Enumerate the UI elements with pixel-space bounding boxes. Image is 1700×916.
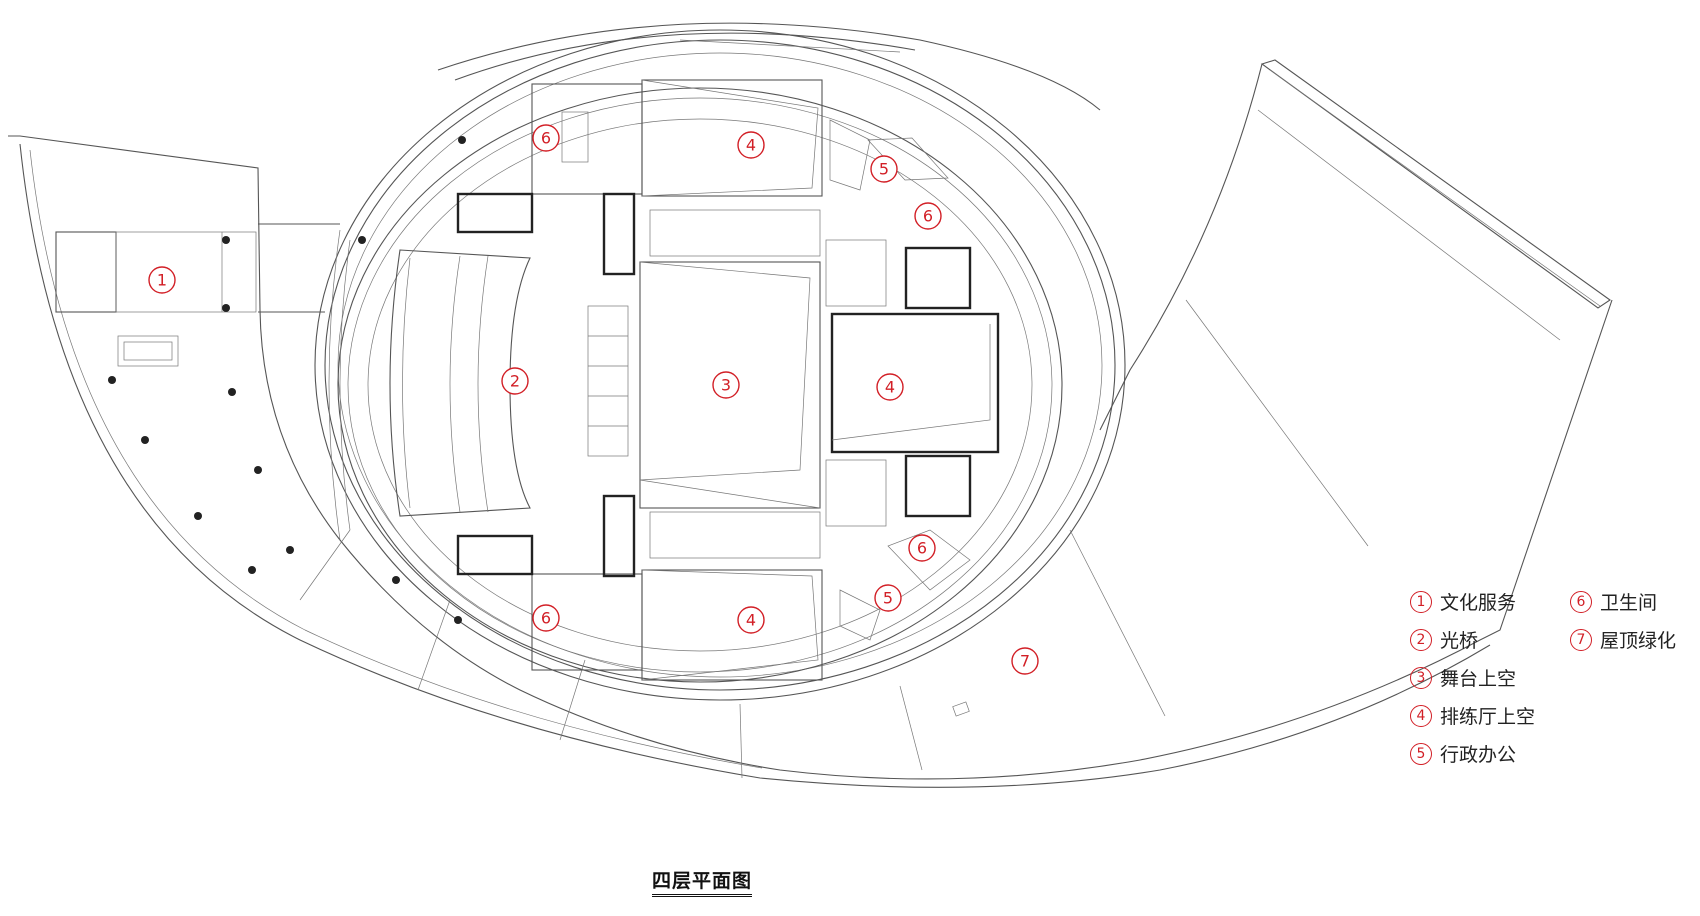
marker-m2: 2 bbox=[501, 367, 529, 395]
marker-m6a: 6 bbox=[532, 124, 560, 152]
legend-num-5: 5 bbox=[1410, 742, 1432, 765]
marker-m6b-num: 6 bbox=[923, 207, 933, 226]
marker-m4b-num: 4 bbox=[885, 378, 895, 397]
marker-m4c: 4 bbox=[737, 606, 765, 634]
south-rooms bbox=[456, 494, 971, 681]
structural-columns bbox=[108, 136, 466, 624]
west-wing bbox=[8, 135, 1613, 788]
marker-m6c-num: 6 bbox=[917, 539, 927, 558]
marker-m5a-num: 5 bbox=[879, 160, 889, 179]
marker-m6b: 6 bbox=[914, 202, 942, 230]
legend-label-3: 舞台上空 bbox=[1440, 668, 1517, 690]
marker-m7: 7 bbox=[1011, 647, 1039, 675]
outer-ring bbox=[314, 22, 1126, 701]
legend-item-1: 1 文化服务 bbox=[1410, 588, 1516, 615]
marker-m5a: 5 bbox=[870, 155, 898, 183]
legend-num-4: 4 bbox=[1410, 704, 1432, 727]
drawing-title: 四层平面图 bbox=[652, 866, 753, 897]
legend-item-2: 2 光桥 bbox=[1410, 626, 1478, 653]
legend-label-1: 文化服务 bbox=[1440, 592, 1517, 614]
marker-m3: 3 bbox=[712, 371, 740, 399]
marker-m1-num: 1 bbox=[157, 271, 167, 290]
marker-m5b: 5 bbox=[874, 584, 902, 612]
marker-m3-num: 3 bbox=[721, 376, 731, 395]
legend-label-6: 卫生间 bbox=[1600, 592, 1658, 614]
marker-m4b: 4 bbox=[876, 373, 904, 401]
legend-num-1: 1 bbox=[1410, 590, 1432, 613]
rehearsal-hall bbox=[825, 239, 1000, 527]
legend-item-6: 6 卫生间 bbox=[1570, 588, 1657, 615]
marker-m1: 1 bbox=[148, 266, 176, 294]
marker-m6c: 6 bbox=[908, 534, 936, 562]
marker-m2-num: 2 bbox=[510, 372, 520, 391]
legend-label-7: 屋顶绿化 bbox=[1600, 630, 1677, 652]
marker-m5b-num: 5 bbox=[883, 589, 893, 608]
marker-m4a-num: 4 bbox=[746, 136, 756, 155]
marker-m6d-num: 6 bbox=[541, 609, 551, 628]
legend-label-2: 光桥 bbox=[1440, 630, 1479, 652]
legend-label-4: 排练厅上空 bbox=[1440, 706, 1536, 728]
legend-num-6: 6 bbox=[1570, 590, 1592, 613]
legend-item-4: 4 排练厅上空 bbox=[1410, 702, 1535, 729]
north-rooms bbox=[456, 79, 949, 276]
legend-item-5: 5 行政办公 bbox=[1410, 740, 1516, 767]
legend-num-7: 7 bbox=[1570, 628, 1592, 651]
stage bbox=[639, 209, 821, 559]
legend-label-5: 行政办公 bbox=[1440, 744, 1517, 766]
auditorium bbox=[328, 229, 629, 541]
east-roof-garden bbox=[299, 59, 1611, 779]
legend-item-3: 3 舞台上空 bbox=[1410, 664, 1516, 691]
inner-oval bbox=[337, 87, 1063, 683]
marker-m4a: 4 bbox=[737, 131, 765, 159]
marker-m7-num: 7 bbox=[1020, 652, 1030, 671]
marker-m6a-num: 6 bbox=[541, 129, 551, 148]
marker-m4c-num: 4 bbox=[746, 611, 756, 630]
legend-item-7: 7 屋顶绿化 bbox=[1570, 626, 1676, 653]
legend-num-3: 3 bbox=[1410, 666, 1432, 689]
legend-num-2: 2 bbox=[1410, 628, 1432, 651]
marker-m6d: 6 bbox=[532, 604, 560, 632]
